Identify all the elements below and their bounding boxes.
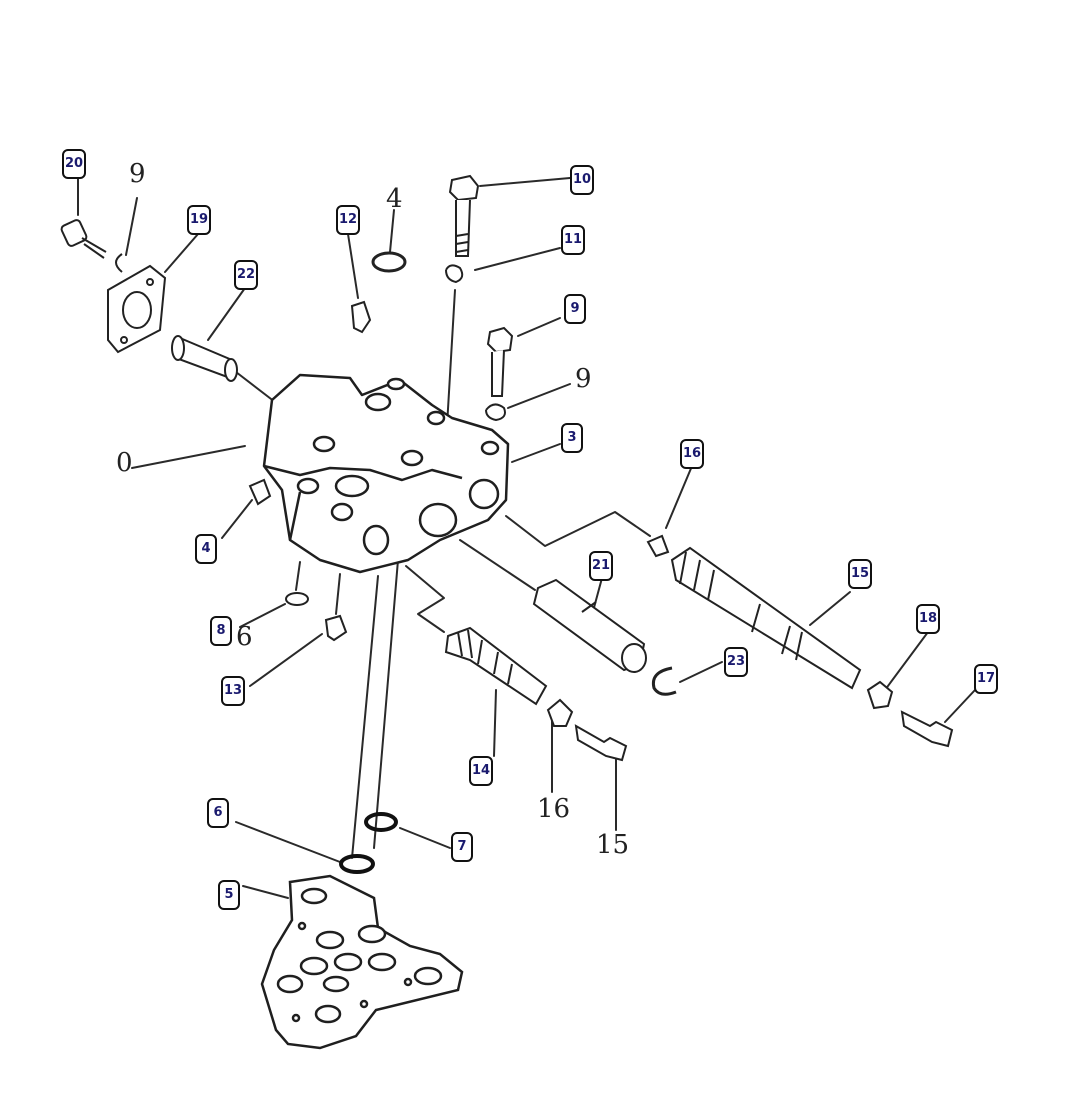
assembly-line-plug xyxy=(235,371,276,403)
washer-9 xyxy=(485,403,506,422)
spool-14 xyxy=(444,626,548,706)
callout-3[interactable]: 3 xyxy=(561,423,583,453)
leader-line-15-right xyxy=(809,591,851,626)
spool-15 xyxy=(670,546,862,690)
callout-19[interactable]: 19 xyxy=(187,205,212,235)
screw-20 xyxy=(60,219,107,259)
leader-line-0 xyxy=(131,445,246,469)
printed-number-15: 15 xyxy=(596,830,630,860)
callout-8[interactable]: 8 xyxy=(210,616,232,646)
printed-number-9-top: 9 xyxy=(129,159,146,189)
o-ring-4-top xyxy=(371,251,407,273)
callout-6[interactable]: 6 xyxy=(207,798,229,828)
leader-line-13 xyxy=(249,633,323,687)
callout-20[interactable]: 20 xyxy=(62,149,87,179)
assembly-line-spool-a xyxy=(405,565,445,633)
nut-16 xyxy=(546,698,574,727)
callout-17[interactable]: 17 xyxy=(974,664,999,694)
callout-14[interactable]: 14 xyxy=(469,756,494,786)
bolt-9 xyxy=(486,326,514,397)
leader-line-4-top xyxy=(389,209,395,253)
callout-9[interactable]: 9 xyxy=(564,294,586,324)
nut-18 xyxy=(866,680,894,710)
leader-line-16-right xyxy=(665,465,693,529)
screw-15 xyxy=(574,724,628,762)
leader-line-12 xyxy=(347,233,359,299)
bolt-10 xyxy=(448,174,480,257)
plug-16-right xyxy=(646,534,670,558)
callout-7[interactable]: 7 xyxy=(451,832,473,862)
washer-11 xyxy=(445,264,464,284)
callout-5[interactable]: 5 xyxy=(218,880,240,910)
assembly-line-plug-b xyxy=(335,573,341,615)
spool-21 xyxy=(532,578,647,673)
leader-line-19 xyxy=(164,233,199,273)
leader-line-11 xyxy=(474,247,561,271)
leader-line-9-right xyxy=(517,317,561,337)
leader-line-9-top xyxy=(125,197,138,256)
assembly-line-spool-c xyxy=(505,511,651,547)
plug-4 xyxy=(248,478,272,506)
cover-plate xyxy=(107,264,167,354)
leader-line-6 xyxy=(235,821,341,863)
printed-number-0: 0 xyxy=(116,448,133,478)
assembly-line-spool-b xyxy=(459,539,536,591)
printed-number-4-top: 4 xyxy=(386,184,403,214)
assembly-line-tube-b xyxy=(373,559,399,849)
plate-5 xyxy=(260,874,464,1050)
callout-11[interactable]: 11 xyxy=(561,225,586,255)
printed-number-16: 16 xyxy=(537,794,571,824)
leader-line-3 xyxy=(511,443,561,463)
screw-17 xyxy=(900,710,954,748)
leader-line-18 xyxy=(884,631,929,691)
callout-13[interactable]: 13 xyxy=(221,676,246,706)
leader-line-22 xyxy=(207,287,246,341)
callout-15[interactable]: 15 xyxy=(848,559,873,589)
callout-16[interactable]: 16 xyxy=(680,439,705,469)
callout-22[interactable]: 22 xyxy=(234,260,259,290)
callout-10[interactable]: 10 xyxy=(570,165,595,195)
callout-21[interactable]: 21 xyxy=(589,551,614,581)
leader-line-4-left xyxy=(221,499,253,539)
callout-4[interactable]: 4 xyxy=(195,534,217,564)
o-ring-6-small xyxy=(285,592,309,606)
snap-ring-9 xyxy=(115,253,123,273)
leader-line-7 xyxy=(399,827,451,849)
o-ring-6 xyxy=(339,854,375,874)
leader-line-23 xyxy=(679,661,723,683)
callout-12[interactable]: 12 xyxy=(336,205,361,235)
leader-line-9-lower xyxy=(507,383,571,409)
assembly-line-tube-a xyxy=(351,575,379,859)
callout-18[interactable]: 18 xyxy=(916,604,941,634)
leader-line-10 xyxy=(479,177,571,187)
sleeve-22 xyxy=(171,335,238,382)
snap-ring-23 xyxy=(651,666,677,696)
callout-23[interactable]: 23 xyxy=(724,647,749,677)
leader-line-8 xyxy=(239,603,286,628)
assembly-line-o-ring xyxy=(295,561,301,591)
leader-line-14 xyxy=(493,689,497,757)
leader-line-5 xyxy=(242,885,289,899)
plug-12 xyxy=(350,300,372,334)
plug-13 xyxy=(324,614,348,642)
valve-body xyxy=(262,373,510,574)
leader-line-17 xyxy=(944,689,976,723)
printed-number-6: 6 xyxy=(236,622,253,652)
printed-number-9-right: 9 xyxy=(575,364,592,394)
o-ring-7 xyxy=(364,812,398,832)
